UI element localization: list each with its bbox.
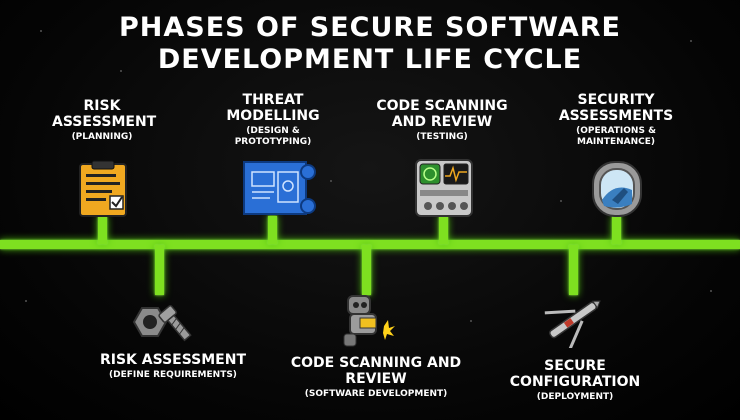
spaceship-window-icon	[592, 161, 642, 217]
robot-welding-icon	[343, 295, 395, 347]
connector-top-2	[268, 216, 277, 244]
connector-bottom-3	[569, 245, 578, 295]
connector-top-3	[439, 216, 448, 244]
phase-subtitle: (OPERATIONS & MAINTENANCE)	[576, 126, 656, 147]
phase-label-requirements: RISK ASSESSMENT (DEFINE REQUIREMENTS)	[80, 352, 266, 381]
phase-label-deployment: SECURE CONFIGURATION (DEPLOYMENT)	[500, 358, 650, 403]
phase-title: CODE SCANNING AND REVIEW	[290, 355, 462, 387]
connector-bottom-2	[362, 245, 371, 295]
connector-top-4	[612, 216, 621, 244]
phase-subtitle: (DESIGN & PROTOTYPING)	[234, 126, 312, 147]
timeline-bar	[0, 240, 740, 249]
phase-subtitle: (PLANNING)	[71, 132, 133, 142]
phase-title: SECURE CONFIGURATION	[509, 358, 641, 390]
phase-label-planning: RISK ASSESSMENT (PLANNING)	[52, 98, 157, 143]
connector-bottom-1	[155, 245, 164, 295]
phase-subtitle: (SOFTWARE DEVELOPMENT)	[304, 389, 448, 399]
phase-title: SECURITY ASSESSMENTS	[558, 92, 674, 124]
phase-title: CODE SCANNING AND REVIEW	[376, 98, 508, 130]
clipboard-checklist-icon	[79, 160, 127, 217]
phase-subtitle: (TESTING)	[416, 132, 468, 142]
starfighter-icon	[544, 300, 601, 348]
phase-title: RISK ASSESSMENT	[52, 98, 157, 130]
nut-and-bolt-icon	[132, 305, 192, 342]
phase-subtitle: (DEFINE REQUIREMENTS)	[109, 370, 237, 380]
phase-title: THREAT MODELLING	[226, 92, 320, 124]
phase-subtitle: (DEPLOYMENT)	[536, 392, 614, 402]
phase-title: RISK ASSESSMENT	[99, 352, 247, 368]
phase-label-testing: CODE SCANNING AND REVIEW (TESTING)	[372, 98, 512, 143]
control-panel-icon	[415, 159, 473, 217]
phase-label-operations: SECURITY ASSESSMENTS (OPERATIONS & MAINT…	[546, 92, 686, 148]
blueprint-icon	[243, 161, 316, 215]
phase-label-design: THREAT MODELLING (DESIGN & PROTOTYPING)	[226, 92, 320, 148]
connector-top-1	[98, 216, 107, 244]
diagram-title-line-1: PHASES OF SECURE SOFTWARE	[118, 12, 622, 43]
diagram-title-line-2: DEVELOPMENT LIFE CYCLE	[157, 44, 583, 75]
phase-label-development: CODE SCANNING AND REVIEW (SOFTWARE DEVEL…	[286, 355, 466, 400]
